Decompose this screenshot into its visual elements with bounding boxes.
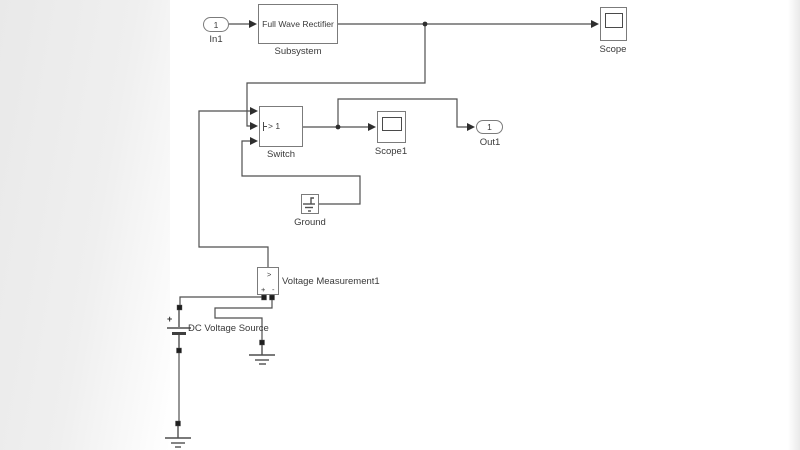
port-pad-icon	[176, 347, 182, 354]
dc-source-label[interactable]: DC Voltage Source	[188, 323, 269, 334]
subsystem-block-text: Full Wave Rectifier	[262, 19, 334, 29]
arrowhead-icon	[250, 122, 258, 130]
scope-display-icon	[605, 13, 623, 28]
arrowhead-icon	[250, 137, 258, 145]
outport-number: 1	[487, 122, 492, 132]
wire-vm-plus-to-dc-source[interactable]	[179, 296, 265, 306]
scope1-label[interactable]: Scope1	[374, 146, 408, 157]
wire-voltage-measurement-to-switch-in1[interactable]	[198, 110, 269, 268]
inport-in1[interactable]: 1	[203, 17, 229, 32]
arrowhead-icon	[368, 123, 376, 131]
voltage-measurement-label[interactable]: Voltage Measurement1	[282, 276, 380, 287]
wire-vm-minus-to-earth[interactable]	[214, 300, 273, 341]
switch-block[interactable]: > 1	[259, 106, 303, 147]
vm-plus-marker: +	[261, 285, 266, 294]
junction-dot	[422, 21, 428, 27]
arrowhead-icon	[249, 20, 257, 28]
arrowhead-icon	[467, 123, 475, 131]
subsystem-label[interactable]: Subsystem	[274, 46, 322, 57]
vm-minus-marker: -	[272, 285, 275, 294]
switch-threshold-text: > 1	[268, 121, 281, 131]
ground-block[interactable]	[301, 194, 319, 214]
earth-ground-icon[interactable]	[249, 345, 275, 365]
earth-ground-icon[interactable]	[165, 426, 191, 448]
canvas-left-margin	[0, 0, 170, 450]
dc-source-plus-marker: +	[167, 314, 173, 324]
wire-branch-to-switch-control[interactable]	[246, 24, 426, 127]
scope1-block[interactable]	[377, 111, 406, 143]
dc-source-battery-icon[interactable]	[167, 310, 191, 349]
inport-number: 1	[213, 19, 219, 30]
voltage-measurement-block[interactable]: > + -	[257, 267, 279, 295]
arrowhead-icon	[591, 20, 599, 28]
threshold-tick-icon	[263, 121, 267, 131]
port-pad-icon	[269, 294, 275, 301]
canvas-right-margin	[788, 0, 800, 450]
arrowhead-icon	[250, 107, 258, 115]
ground-label[interactable]: Ground	[294, 217, 326, 228]
scope-display-icon	[382, 117, 402, 131]
wire-switch-to-out1[interactable]	[337, 98, 468, 128]
junction-dot	[335, 124, 341, 130]
vm-output-marker: >	[267, 270, 272, 279]
port-pad-icon	[259, 339, 265, 346]
switch-label[interactable]: Switch	[267, 149, 295, 160]
wire-ground-to-switch-in3[interactable]	[241, 140, 361, 205]
outport-label[interactable]: Out1	[479, 137, 501, 148]
port-pad-icon	[175, 420, 181, 427]
switch-criteria: > 1	[263, 121, 280, 131]
inport-label[interactable]: In1	[209, 34, 223, 45]
earth-ground-icon	[303, 197, 315, 212]
subsystem-block[interactable]: Full Wave Rectifier	[258, 4, 338, 44]
outport-out1[interactable]: 1	[476, 120, 503, 134]
port-pad-icon	[261, 294, 267, 301]
scope-block[interactable]	[600, 7, 627, 41]
scope-label[interactable]: Scope	[599, 44, 627, 55]
port-pad-icon	[176, 304, 183, 311]
